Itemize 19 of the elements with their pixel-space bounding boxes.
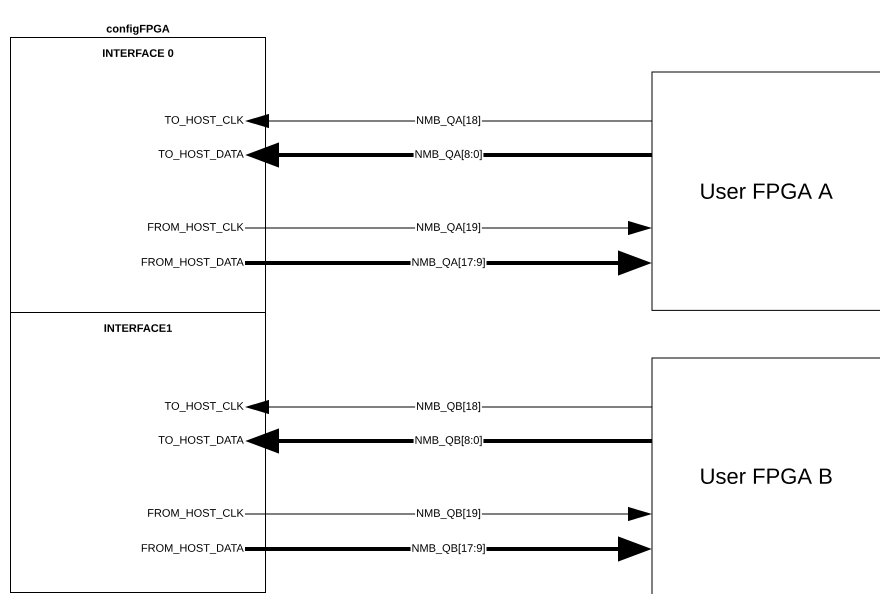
- edge-label: NMB_QA[18]: [415, 114, 482, 128]
- pin-label: TO_HOST_DATA: [158, 436, 244, 446]
- edge-label: NMB_QB[8:0]: [414, 434, 484, 448]
- edge-label: NMB_QB[17:9]: [410, 542, 486, 556]
- edge-label: NMB_QB[19]: [415, 508, 482, 520]
- node-label: configFPGA: [106, 24, 170, 35]
- edge-label: NMB_QB[18]: [415, 400, 482, 414]
- pin-label: TO_HOST_CLK: [164, 116, 244, 126]
- pin-label: FROM_HOST_CLK: [148, 223, 244, 233]
- pin-label: TO_HOST_DATA: [158, 150, 244, 160]
- fpga-box: User FPGA A: [652, 72, 880, 311]
- edge-label: NMB_QA[17:9]: [410, 256, 486, 270]
- edge-label: NMB_QA[19]: [415, 222, 482, 234]
- pin-label: FROM_HOST_DATA: [142, 544, 244, 554]
- pin-label: FROM_HOST_DATA: [142, 258, 244, 268]
- edge-label: NMB_QA[8:0]: [414, 148, 484, 162]
- pin-label: FROM_HOST_CLK: [148, 509, 244, 519]
- pin-label: TO_HOST_CLK: [164, 402, 244, 412]
- fpga-box: User FPGA B: [652, 358, 880, 594]
